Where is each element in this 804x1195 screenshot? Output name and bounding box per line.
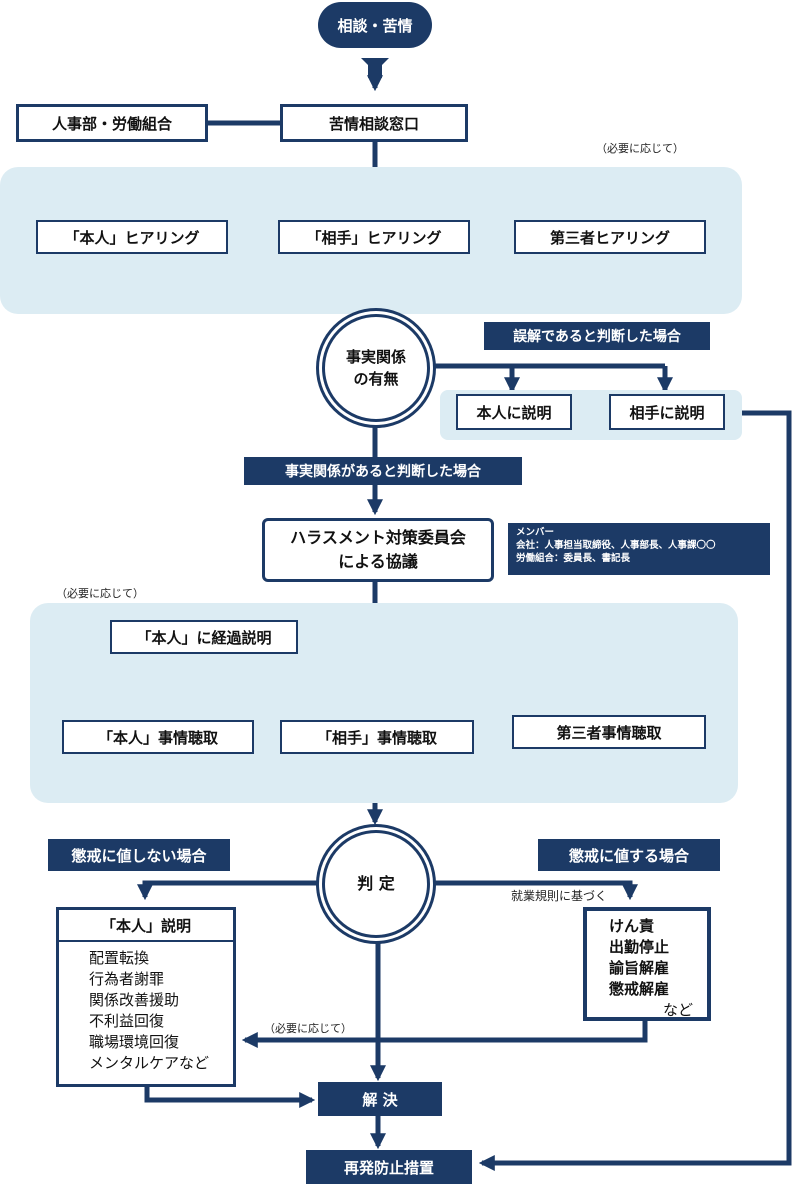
explain-other-node: 相手に説明 xyxy=(609,394,725,430)
hr-union-label: 人事部・労働組合 xyxy=(51,114,172,133)
measure-item: メンタルケアなど xyxy=(89,1054,210,1072)
no-discipline-label: 懲戒に値しない場合 xyxy=(48,839,230,871)
hr-union-node: 人事部・労働組合 xyxy=(16,104,208,142)
as-needed-note-1: （必要に応じて） xyxy=(596,142,684,155)
consultation-node: 相談・苦情 xyxy=(318,2,432,48)
facts-exist-label: 事実関係があると判断した場合 xyxy=(244,457,522,485)
committee-node: ハラスメント対策委員会 による協議 xyxy=(262,518,494,582)
resolution-node: 解 決 xyxy=(318,1082,442,1116)
progress-explain-node: 「本人」に経過説明 xyxy=(110,620,298,654)
hearing-other-label: 「相手」ヒアリング xyxy=(306,228,442,247)
penalty-item: 懲戒解雇 xyxy=(609,980,670,998)
measure-item: 行為者謝罪 xyxy=(89,970,165,988)
interview-other-node: 「相手」事情聴取 xyxy=(280,720,474,754)
measure-item: 関係改善援助 xyxy=(89,991,180,1009)
measure-item: 不利益回復 xyxy=(89,1012,165,1030)
prevention-node: 再発防止措置 xyxy=(306,1150,472,1184)
committee-members-box: メンバー 会社：人事担当取締役、人事部長、人事課〇〇 労働組合：委員長、書記長 xyxy=(508,523,770,575)
as-needed-note-3: （必要に応じて） xyxy=(264,1022,352,1035)
explain-other-label: 相手に説明 xyxy=(629,403,705,422)
explain-self-label: 本人に説明 xyxy=(476,403,552,422)
penalty-item: 出勤停止 xyxy=(609,938,670,956)
penalty-item: けん責 xyxy=(609,917,655,935)
interview-self-node: 「本人」事情聴取 xyxy=(62,720,254,754)
progress-explain-label: 「本人」に経過説明 xyxy=(136,628,272,647)
members-company: 会社：人事担当取締役、人事部長、人事課〇〇 xyxy=(516,540,716,551)
measures-list: 配置転換 行為者謝罪 関係改善援助 不利益回復 職場環境回復 メンタルケアなど xyxy=(59,942,233,1074)
prevention-label: 再発防止措置 xyxy=(343,1158,434,1177)
judgement-label: 判 定 xyxy=(357,874,395,893)
explain-self-node: 本人に説明 xyxy=(456,394,572,430)
hearing-third-node: 第三者ヒアリング xyxy=(514,220,706,254)
judgement-node: 判 定 xyxy=(322,830,430,938)
fact-check-node: 事実関係 の有無 xyxy=(322,314,430,422)
interview-third-node: 第三者事情聴取 xyxy=(512,715,706,749)
hearing-third-label: 第三者ヒアリング xyxy=(549,228,670,247)
fact-check-line1: 事実関係 xyxy=(345,348,406,366)
hearing-other-node: 「相手」ヒアリング xyxy=(278,220,470,254)
committee-line1: ハラスメント対策委員会 xyxy=(290,528,466,547)
self-explain-title: 「本人」説明 xyxy=(59,910,233,942)
fact-check-line2: の有無 xyxy=(353,370,399,388)
resolution-label: 解 決 xyxy=(362,1090,398,1109)
members-union: 労働組合：委員長、書記長 xyxy=(516,553,631,564)
penalties-box: けん責 出勤停止 諭旨解雇 懲戒解雇 など xyxy=(583,907,711,1021)
penalty-item: 諭旨解雇 xyxy=(609,959,670,977)
hearing-self-node: 「本人」ヒアリング xyxy=(36,220,228,254)
penalty-etc: など xyxy=(662,1001,693,1019)
as-needed-note-2: （必要に応じて） xyxy=(56,587,144,600)
work-rules-note: 就業規則に基づく xyxy=(511,889,608,903)
interview-self-label: 「本人」事情聴取 xyxy=(97,728,218,747)
interview-other-label: 「相手」事情聴取 xyxy=(316,728,437,747)
measure-item: 配置転換 xyxy=(89,949,150,967)
complaint-desk-node: 苦情相談窓口 xyxy=(280,104,468,142)
misunderstanding-label: 誤解であると判断した場合 xyxy=(484,322,710,350)
down-arrow-shaft xyxy=(368,58,382,78)
complaint-desk-label: 苦情相談窓口 xyxy=(328,114,419,133)
self-explain-box: 「本人」説明 配置転換 行為者謝罪 関係改善援助 不利益回復 職場環境回復 メン… xyxy=(56,907,236,1087)
consultation-label: 相談・苦情 xyxy=(337,16,413,35)
measure-item: 職場環境回復 xyxy=(89,1033,180,1051)
hearing-self-label: 「本人」ヒアリング xyxy=(64,228,200,247)
interview-third-label: 第三者事情聴取 xyxy=(556,723,662,742)
members-title: メンバー xyxy=(516,527,555,538)
committee-line2: による協議 xyxy=(338,552,418,571)
discipline-label: 懲戒に値する場合 xyxy=(538,839,720,871)
